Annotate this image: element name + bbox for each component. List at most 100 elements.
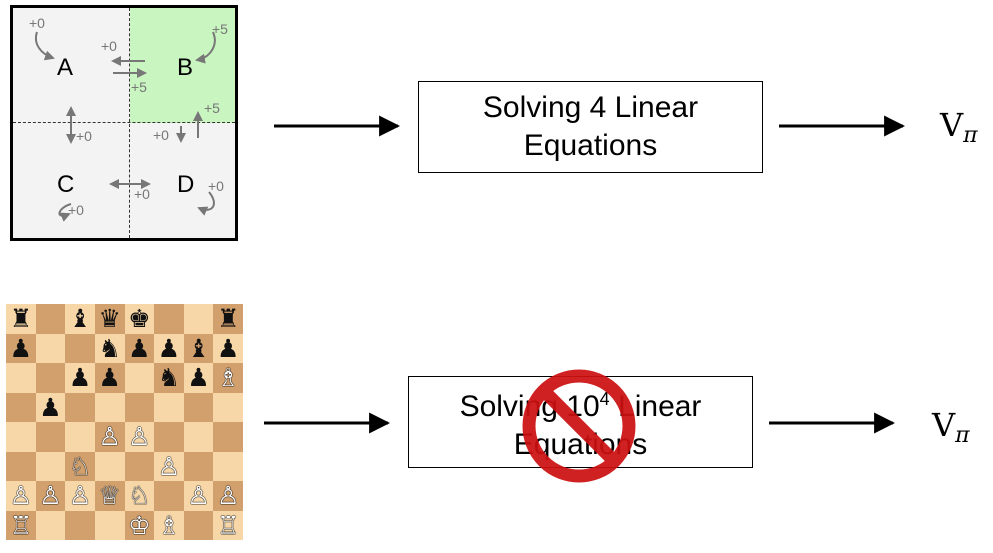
black-piece: ♚ <box>128 304 151 334</box>
chess-square <box>183 422 214 452</box>
white-piece: ♙ <box>128 422 151 452</box>
chess-square: ♟ <box>6 333 36 363</box>
chess-square <box>35 304 66 334</box>
box1-line1: Solving 4 Linear <box>482 91 699 124</box>
transition-arrows <box>35 31 216 222</box>
black-piece: ♝ <box>68 304 92 334</box>
chess-square: ♙ <box>94 422 125 452</box>
chess-square: ♙ <box>35 481 66 511</box>
white-piece: ♕ <box>98 481 121 511</box>
chess-square <box>124 392 155 422</box>
reward-c-self: +0 <box>68 202 84 218</box>
chess-square: ♝ <box>65 304 95 334</box>
chess-square <box>213 422 243 452</box>
chess-square <box>6 392 36 422</box>
chess-square <box>154 481 184 511</box>
white-piece: ♘ <box>68 451 92 481</box>
chess-square <box>35 510 66 540</box>
black-piece: ♟ <box>157 333 181 363</box>
chess-square <box>6 363 36 393</box>
box2-line1-start: Solving <box>459 390 567 423</box>
chess-board: ♜♝♛♚♜♟♞♟♟♝♟♟♟♞♟♗♟♙♙♘♙♙♙♙♕♘♙♙♖♔♗♖ <box>6 304 243 540</box>
chess-square <box>124 363 155 393</box>
d-self-loop-arrow <box>197 191 215 216</box>
chess-square: ♗ <box>154 510 184 540</box>
solving-4-equations-box: Solving 4 Linear Equations <box>418 81 763 173</box>
white-piece: ♖ <box>216 510 240 540</box>
chess-square: ♟ <box>183 363 214 393</box>
chess-square: ♝ <box>183 333 214 363</box>
chess-square <box>213 451 243 481</box>
reward-a-c: +0 <box>76 128 92 144</box>
black-piece: ♞ <box>157 363 181 393</box>
chess-square: ♛ <box>94 304 125 334</box>
box2-line1-end: Linear <box>618 390 702 423</box>
white-piece: ♖ <box>9 510 33 540</box>
white-piece: ♗ <box>216 363 240 393</box>
black-piece: ♟ <box>9 333 33 363</box>
reward-d-to-b: +5 <box>204 100 220 116</box>
chess-square <box>124 451 155 481</box>
chess-square <box>35 422 66 452</box>
chess-square: ♙ <box>65 481 95 511</box>
box1-line2: Equations <box>523 129 658 162</box>
chess-square <box>35 363 66 393</box>
solving-10-4-equations-box: Solving 104 Linear Equations <box>408 376 753 468</box>
chess-square: ♟ <box>213 333 243 363</box>
white-piece: ♙ <box>68 481 92 511</box>
reward-c-d: +0 <box>134 186 150 202</box>
reward-d-self: +0 <box>208 178 224 194</box>
chess-square: ♞ <box>154 363 184 393</box>
box2-power-base: 10 <box>566 390 600 423</box>
chess-square: ♙ <box>6 481 36 511</box>
chess-square: ♕ <box>94 481 125 511</box>
chess-square <box>154 392 184 422</box>
black-piece: ♟ <box>39 392 62 422</box>
box2-power-exponent: 4 <box>599 389 610 409</box>
black-piece: ♜ <box>9 304 33 334</box>
a-self-loop-arrow <box>35 31 55 61</box>
chess-square <box>183 451 214 481</box>
chess-square <box>94 510 125 540</box>
reward-a-self: +0 <box>29 15 45 31</box>
chess-square: ♟ <box>154 333 184 363</box>
chess-square <box>154 304 184 334</box>
state-c-label: C <box>57 171 75 198</box>
chess-square: ♟ <box>65 363 95 393</box>
chess-square <box>94 392 125 422</box>
chess-square <box>183 510 214 540</box>
white-piece: ♙ <box>216 481 240 511</box>
chess-square: ♖ <box>213 510 243 540</box>
chess-square <box>213 392 243 422</box>
white-piece: ♗ <box>157 510 181 540</box>
chess-square: ♟ <box>124 333 155 363</box>
black-piece: ♟ <box>187 363 210 393</box>
chess-square: ♗ <box>213 363 243 393</box>
value-function-bottom: Vπ <box>932 406 970 448</box>
state-a-label: A <box>57 54 74 81</box>
chess-square: ♞ <box>94 333 125 363</box>
chess-square <box>65 510 95 540</box>
cell-b-goal <box>130 8 235 123</box>
white-piece: ♙ <box>98 422 121 452</box>
box2-line2: Equations <box>513 428 648 461</box>
horizontal-divider <box>13 122 235 123</box>
chess-square: ♘ <box>65 451 95 481</box>
chess-square <box>65 392 95 422</box>
reward-b-to-d: +0 <box>153 127 169 143</box>
value-subscript: π <box>955 423 970 448</box>
black-piece: ♟ <box>68 363 92 393</box>
chess-square <box>35 451 66 481</box>
chess-square: ♜ <box>213 304 243 334</box>
white-piece: ♙ <box>9 481 33 511</box>
white-piece: ♙ <box>187 481 210 511</box>
chess-square: ♟ <box>35 392 66 422</box>
chess-square <box>65 333 95 363</box>
chess-square: ♘ <box>124 481 155 511</box>
state-d-label: D <box>177 171 195 198</box>
black-piece: ♟ <box>216 333 240 363</box>
state-b-label: B <box>177 54 194 81</box>
chess-square <box>94 451 125 481</box>
chess-square: ♚ <box>124 304 155 334</box>
chess-square: ♔ <box>124 510 155 540</box>
